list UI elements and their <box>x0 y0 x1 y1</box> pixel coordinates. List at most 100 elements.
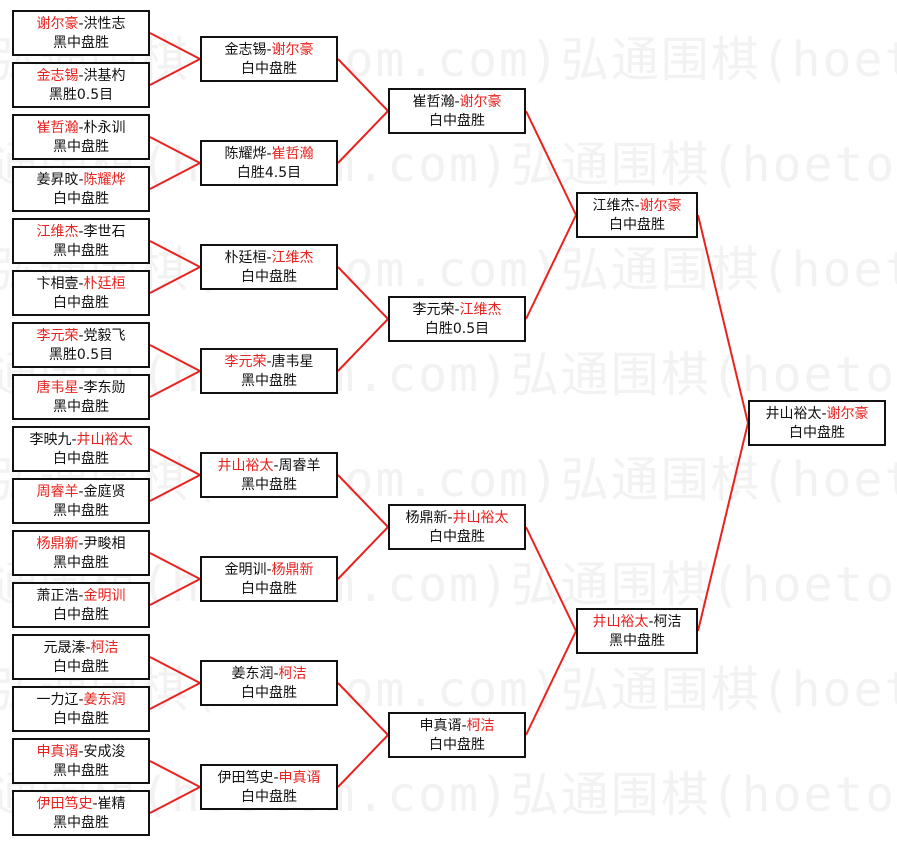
match-box: 井山裕太-周睿羊黑中盘胜 <box>200 452 338 498</box>
player-2: 唐韦星 <box>271 354 314 370</box>
bracket-connector <box>149 786 201 814</box>
match-result: 白中盘胜 <box>53 711 109 727</box>
player-2: 江维杰 <box>459 302 502 318</box>
match-box: 崔哲瀚-朴永训黑中盘胜 <box>12 114 150 160</box>
match-box: 金志锡-谢尔豪白中盘胜 <box>200 36 338 82</box>
match-players: 杨鼎新-尹畯相 <box>36 536 126 552</box>
match-box: 申真谞-柯洁白中盘胜 <box>388 712 526 758</box>
player-2: 朴永训 <box>83 120 126 136</box>
match-result: 白中盘胜 <box>53 659 109 675</box>
match-players: 唐韦星-李东勋 <box>36 380 126 396</box>
match-result: 黑中盘胜 <box>53 815 109 831</box>
bracket-connector <box>525 110 577 216</box>
bracket-connector <box>149 344 201 372</box>
match-box: 谢尔豪-洪性志黑中盘胜 <box>12 10 150 56</box>
match-result: 白中盘胜 <box>241 685 297 701</box>
player-2: 井山裕太 <box>76 432 133 448</box>
match-players: 伊田笃史-崔精 <box>36 796 126 812</box>
match-players: 金志锡-洪基杓 <box>36 68 126 84</box>
match-players: 井山裕太-周睿羊 <box>217 458 321 474</box>
player-2: 柯洁 <box>90 640 119 656</box>
player-1: 杨鼎新 <box>36 536 79 552</box>
match-box: 金志锡-洪基杓黑胜0.5目 <box>12 62 150 108</box>
match-players: 申真谞-柯洁 <box>419 718 495 734</box>
match-box: 元晟溱-柯洁白中盘胜 <box>12 634 150 680</box>
match-players: 李映九-井山裕太 <box>29 432 133 448</box>
match-result: 黑中盘胜 <box>241 373 297 389</box>
bracket-connector <box>149 552 201 580</box>
match-box: 伊田笃史-申真谞白中盘胜 <box>200 764 338 810</box>
player-2: 柯洁 <box>278 666 307 682</box>
match-result: 白中盘胜 <box>53 191 109 207</box>
player-1: 姜东润 <box>231 666 274 682</box>
match-box: 江维杰-李世石黑中盘胜 <box>12 218 150 264</box>
match-box: 唐韦星-李东勋黑中盘胜 <box>12 374 150 420</box>
bracket-connector <box>149 578 201 606</box>
match-box: 李元荣-唐韦星黑中盘胜 <box>200 348 338 394</box>
match-result: 黑中盘胜 <box>241 477 297 493</box>
match-box: 周睿羊-金庭贤黑中盘胜 <box>12 478 150 524</box>
player-2: 谢尔豪 <box>826 406 869 422</box>
match-result: 白中盘胜 <box>241 61 297 77</box>
player-2: 陈耀烨 <box>83 172 126 188</box>
match-players: 陈耀烨-崔哲瀚 <box>224 146 314 162</box>
match-box: 申真谞-安成浚黑中盘胜 <box>12 738 150 784</box>
bracket-connector <box>337 266 389 320</box>
player-1: 崔哲瀚 <box>36 120 79 136</box>
bracket-connector <box>525 630 577 736</box>
player-1: 井山裕太 <box>765 406 822 422</box>
match-players: 姜东润-柯洁 <box>231 666 307 682</box>
match-players: 江维杰-李世石 <box>36 224 126 240</box>
match-result: 黑中盘胜 <box>609 633 665 649</box>
player-2: 杨鼎新 <box>271 562 314 578</box>
player-2: 崔精 <box>97 796 126 812</box>
player-1: 井山裕太 <box>592 614 649 630</box>
match-box: 杨鼎新-尹畯相黑中盘胜 <box>12 530 150 576</box>
match-box: 江维杰-谢尔豪白中盘胜 <box>576 192 698 238</box>
bracket-connector <box>697 214 749 424</box>
match-result: 黑中盘胜 <box>53 555 109 571</box>
player-1: 一力辽 <box>36 692 79 708</box>
match-box: 朴廷桓-江维杰白中盘胜 <box>200 244 338 290</box>
bracket-connector <box>149 760 201 788</box>
match-result: 白中盘胜 <box>241 581 297 597</box>
match-box: 姜昇旼-陈耀烨白中盘胜 <box>12 166 150 212</box>
match-result: 白中盘胜 <box>429 113 485 129</box>
player-2: 姜东润 <box>83 692 126 708</box>
match-result: 黑中盘胜 <box>53 503 109 519</box>
match-result: 黑胜0.5目 <box>48 87 114 103</box>
player-2: 洪基杓 <box>83 68 126 84</box>
match-players: 崔哲瀚-谢尔豪 <box>412 94 502 110</box>
player-1: 伊田笃史 <box>217 770 274 786</box>
match-box: 李映九-井山裕太白中盘胜 <box>12 426 150 472</box>
player-2: 井山裕太 <box>452 510 509 526</box>
player-2: 谢尔豪 <box>459 94 502 110</box>
match-result: 白中盘胜 <box>609 217 665 233</box>
match-box: 李元荣-党毅飞黑胜0.5目 <box>12 322 150 368</box>
match-players: 金志锡-谢尔豪 <box>224 42 314 58</box>
bracket-connector <box>149 240 201 268</box>
player-1: 申真谞 <box>36 744 79 760</box>
player-1: 金志锡 <box>224 42 267 58</box>
player-1: 卞相壹 <box>36 276 79 292</box>
match-result: 白中盘胜 <box>429 529 485 545</box>
match-players: 周睿羊-金庭贤 <box>36 484 126 500</box>
match-box: 萧正浩-金明训白中盘胜 <box>12 582 150 628</box>
match-players: 李元荣-江维杰 <box>412 302 502 318</box>
player-1: 姜昇旼 <box>36 172 79 188</box>
match-result: 白中盘胜 <box>789 425 845 441</box>
player-1: 李元荣 <box>36 328 79 344</box>
bracket-connector <box>149 656 201 684</box>
match-result: 白中盘胜 <box>241 789 297 805</box>
match-result: 白胜0.5目 <box>424 321 490 337</box>
match-result: 白胜4.5目 <box>236 165 302 181</box>
player-1: 谢尔豪 <box>36 16 79 32</box>
match-result: 黑中盘胜 <box>53 399 109 415</box>
bracket-connector <box>149 370 201 398</box>
match-players: 谢尔豪-洪性志 <box>36 16 126 32</box>
bracket-connector <box>149 682 201 710</box>
match-result: 黑胜0.5目 <box>48 347 114 363</box>
player-2: 申真谞 <box>278 770 321 786</box>
match-players: 朴廷桓-江维杰 <box>224 250 314 266</box>
